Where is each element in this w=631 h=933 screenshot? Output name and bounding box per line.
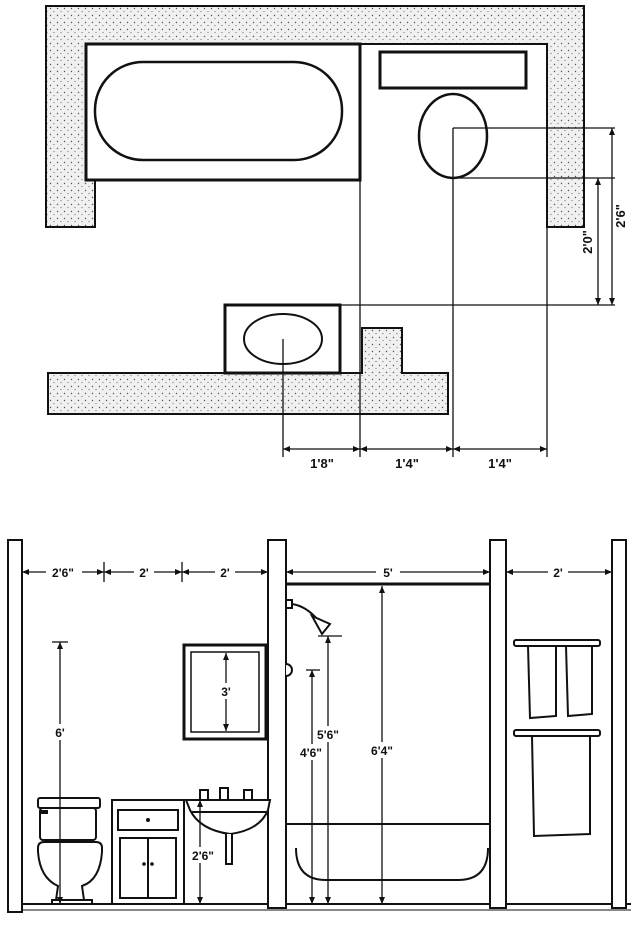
- plan-toilet-tank: [378, 50, 528, 90]
- dim-sink-to-toilet-wall: 2'6": [613, 204, 628, 228]
- dim-vanity-width: 2': [139, 566, 149, 580]
- plan-reference-lines: [282, 127, 615, 457]
- elevation-pedestal-sink: [184, 787, 272, 865]
- plan-tub-basin: [93, 60, 344, 162]
- elevation-toilet: [37, 797, 103, 905]
- elevation-width-dimensions: [22, 562, 612, 582]
- elevation-bathtub: [286, 823, 490, 881]
- elevation-center-wall: [267, 539, 287, 909]
- dim-toilet-height: 6': [55, 726, 65, 740]
- elevation-left-wall: [7, 539, 23, 913]
- dim-sink-offset: 1'8": [310, 456, 334, 471]
- dim-towel-width: 2': [553, 566, 563, 580]
- dim-gap-to-toilet: 1'4": [395, 456, 419, 471]
- elevation-towels: [513, 639, 601, 838]
- elevation-tub-wall: [489, 539, 507, 909]
- dim-shower-head-height: 5'6": [317, 728, 339, 742]
- dim-toilet-width: 2'6": [52, 566, 74, 580]
- dim-sink-width: 2': [220, 566, 230, 580]
- dim-toilet-clearance: 2'0": [580, 230, 595, 254]
- plan-dimension-chain: [283, 128, 615, 452]
- dim-shower-valve-height: 4'6": [300, 746, 322, 760]
- elevation-vanity: [111, 799, 185, 905]
- dim-mirror-height: 3': [221, 685, 231, 699]
- plan-bottom-wall: [47, 327, 449, 415]
- dim-curtain-rod-height: 6'4": [371, 744, 393, 758]
- elevation-right-wall: [611, 539, 627, 909]
- dim-toilet-to-wall: 1'4": [488, 456, 512, 471]
- elevation-height-dimensions: [52, 586, 385, 904]
- plan-top-wall: [45, 5, 585, 228]
- dim-sink-height: 2'6": [192, 849, 214, 863]
- dim-tub-width: 5': [383, 566, 393, 580]
- toilet-handle-icon: [40, 810, 48, 814]
- elevation: 2'6" 2' 2' 5' 2' 6' 3' 2'6" 4'6": [7, 539, 631, 913]
- elevation-shower: [285, 582, 490, 677]
- floor-plan: 1'8" 1'4" 1'4" 2'0" 2'6": [45, 5, 628, 471]
